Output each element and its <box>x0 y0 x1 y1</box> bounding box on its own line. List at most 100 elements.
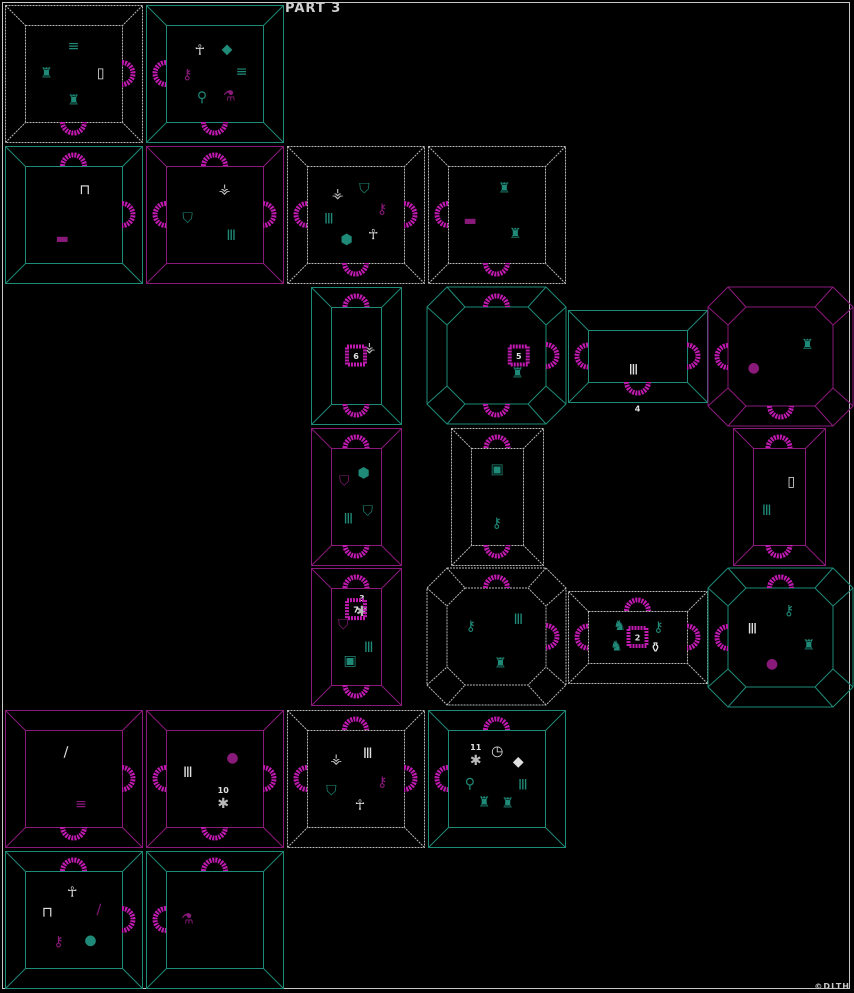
mummy-icon[interactable]: ☥ <box>368 227 378 243</box>
door-left[interactable] <box>152 765 167 792</box>
door-right[interactable] <box>121 765 136 792</box>
barrel-door-icon[interactable]: ▣ <box>490 461 503 477</box>
door-bottom[interactable] <box>342 403 370 418</box>
gargoyle-icon[interactable]: ♜ <box>498 180 511 196</box>
anvil-icon[interactable]: ⊓ <box>79 182 90 198</box>
gate-icon[interactable]: Ⅲ <box>514 612 524 628</box>
mummy-icon[interactable]: ☥ <box>67 884 77 900</box>
door-top[interactable] <box>624 597 651 612</box>
door-top[interactable] <box>201 857 228 872</box>
pot-icon[interactable]: ● <box>748 360 760 376</box>
gate-icon[interactable]: Ⅲ <box>226 228 236 244</box>
key-icon[interactable]: ⚷ <box>182 67 192 83</box>
door-bottom[interactable] <box>342 262 369 277</box>
door-bottom[interactable] <box>201 826 228 841</box>
bottle-icon[interactable]: ⚱ <box>650 640 662 656</box>
apple-icon[interactable]: ● <box>84 933 96 949</box>
table-icon[interactable]: ▬ <box>56 231 69 247</box>
anvil-icon[interactable]: ⊓ <box>42 904 53 920</box>
door-right[interactable] <box>403 765 418 792</box>
gargoyle-icon[interactable]: ♜ <box>478 795 491 811</box>
shield-trap-icon[interactable]: ⛉ <box>359 181 370 197</box>
scroll-icon[interactable]: ▯ <box>97 66 105 82</box>
shield-trap-icon[interactable]: ⛉ <box>326 783 337 799</box>
pot-icon[interactable]: ● <box>766 656 778 672</box>
gargoyle-icon[interactable]: ♜ <box>802 637 815 653</box>
gargoyle-icon[interactable]: ♜ <box>494 655 507 671</box>
door-left[interactable] <box>574 342 589 370</box>
rock-icon[interactable]: ⬢ <box>357 466 369 482</box>
door-top[interactable] <box>342 293 370 308</box>
gate-icon[interactable]: Ⅲ <box>183 765 193 781</box>
door-left[interactable] <box>434 765 449 792</box>
winged-door-icon[interactable]: ⚶ <box>219 181 231 197</box>
door-right[interactable] <box>686 623 701 651</box>
door-left[interactable] <box>434 201 449 228</box>
gargoyle-icon[interactable]: ♜ <box>67 93 80 109</box>
door-right[interactable] <box>403 201 418 228</box>
gargoyle-icon[interactable]: ♜ <box>40 66 53 82</box>
key-icon[interactable]: ⚷ <box>653 620 663 636</box>
winged-door-icon[interactable]: ⚶ <box>363 340 375 356</box>
barrel-door-icon[interactable]: ▣ <box>344 653 357 669</box>
door-bottom[interactable] <box>483 544 511 559</box>
door-left[interactable] <box>152 201 167 228</box>
door-top[interactable] <box>483 574 510 589</box>
door-left[interactable] <box>714 624 729 651</box>
door-bottom[interactable] <box>342 544 370 559</box>
door-bottom[interactable] <box>767 405 794 420</box>
door-top[interactable] <box>201 152 228 167</box>
key-icon[interactable]: ⚷ <box>377 775 387 791</box>
door-top[interactable] <box>342 716 369 731</box>
gate-icon[interactable]: Ⅲ <box>364 640 374 656</box>
door-left[interactable] <box>293 765 308 792</box>
potion-icon[interactable]: ⚗ <box>181 911 194 927</box>
gate-icon[interactable]: Ⅲ <box>748 622 758 638</box>
scroll-icon[interactable]: ▯ <box>787 474 795 490</box>
pot-icon[interactable]: ● <box>226 750 238 766</box>
door-top[interactable] <box>765 434 793 449</box>
mirror-icon[interactable]: ⚲ <box>465 776 475 792</box>
key-icon[interactable]: ⚷ <box>784 603 794 619</box>
key-icon[interactable]: ⚷ <box>377 201 387 217</box>
gargoyle-icon[interactable]: ♜ <box>801 337 814 353</box>
door-right[interactable] <box>545 342 560 369</box>
door-top[interactable] <box>60 857 87 872</box>
spider-icon[interactable]: ✱ <box>217 796 229 812</box>
door-top[interactable] <box>342 574 370 589</box>
gate-icon[interactable]: Ⅲ <box>363 746 373 762</box>
spider-icon[interactable]: ✱ <box>470 753 482 769</box>
door-right[interactable] <box>545 623 560 650</box>
door-bottom[interactable] <box>60 826 87 841</box>
shield-trap-icon[interactable]: ⛉ <box>182 210 193 226</box>
door-left[interactable] <box>714 343 729 370</box>
door-bottom[interactable] <box>201 121 228 136</box>
knight-icon[interactable]: ♞ <box>613 618 626 634</box>
winged-door-icon[interactable]: ⚶ <box>332 186 344 202</box>
door-left[interactable] <box>293 201 308 228</box>
spider-icon[interactable]: ✱ <box>356 604 368 620</box>
door-top[interactable] <box>342 434 370 449</box>
shield-trap-icon[interactable]: ⛉ <box>339 474 350 490</box>
door-top[interactable] <box>60 152 87 167</box>
knight-icon[interactable]: ♞ <box>610 638 623 654</box>
gargoyle-icon[interactable]: ♜ <box>511 365 524 381</box>
leaf-icon[interactable]: ◆ <box>513 754 524 770</box>
candle-icon[interactable]: ∕ <box>97 902 102 918</box>
door-top[interactable] <box>767 574 794 589</box>
door-bottom[interactable] <box>483 262 510 277</box>
door-bottom[interactable] <box>342 684 370 699</box>
gate-icon[interactable]: Ⅲ <box>629 362 639 378</box>
rock-icon[interactable]: ⬢ <box>340 232 352 248</box>
shield-trap-icon[interactable]: ⛉ <box>362 503 373 519</box>
door-left[interactable] <box>152 906 167 933</box>
mummy-icon[interactable]: ☥ <box>195 43 205 59</box>
table-icon[interactable]: ▬ <box>463 213 476 229</box>
door-top[interactable] <box>483 434 511 449</box>
door-bottom[interactable] <box>483 403 510 418</box>
gate-icon[interactable]: Ⅲ <box>762 503 772 519</box>
gargoyle-icon[interactable]: ♜ <box>501 795 514 811</box>
door-right[interactable] <box>121 201 136 228</box>
leaf-icon[interactable]: ◆ <box>222 41 233 57</box>
shield-trap-icon[interactable]: ⛉ <box>338 617 349 633</box>
